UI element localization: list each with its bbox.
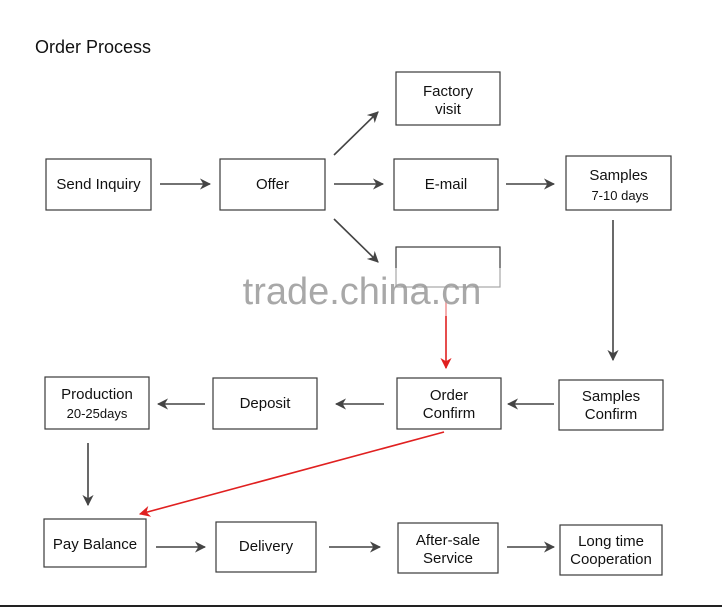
node-deposit: Deposit — [212, 377, 318, 430]
arrow-offer-to-hidden-box — [333, 218, 379, 263]
node-samples-sub: 7-10 days — [591, 188, 649, 203]
node-samples-label: Samples — [589, 167, 647, 184]
node-order-confirm-line2: Confirm — [423, 405, 476, 422]
node-delivery: Delivery — [215, 521, 317, 573]
node-factory-visit-line2: visit — [435, 101, 462, 118]
node-after-sale-line1: After-sale — [416, 532, 480, 549]
node-email-label: E-mail — [425, 176, 468, 193]
node-samples: Samples 7-10 days — [565, 155, 672, 211]
watermark-backdrop — [225, 268, 505, 316]
node-production-sub: 20-25days — [67, 406, 128, 421]
node-offer: Offer — [219, 158, 326, 211]
node-long-time-line2: Cooperation — [570, 551, 652, 568]
node-order-confirm: Order Confirm — [396, 377, 502, 430]
node-delivery-label: Delivery — [239, 538, 294, 555]
node-order-confirm-line1: Order — [430, 387, 468, 404]
node-samples-confirm: Samples Confirm — [558, 379, 664, 431]
node-deposit-label: Deposit — [240, 395, 292, 412]
node-send-inquiry-label: Send Inquiry — [56, 176, 141, 193]
page-title: Order Process — [35, 37, 151, 57]
node-factory-visit-line1: Factory — [423, 83, 474, 100]
node-production: Production 20-25days — [44, 376, 150, 430]
node-samples-confirm-line2: Confirm — [585, 406, 638, 423]
node-pay-balance: Pay Balance — [43, 518, 147, 568]
node-after-sale-line2: Service — [423, 550, 473, 567]
node-long-time: Long time Cooperation — [559, 524, 663, 576]
node-offer-label: Offer — [256, 176, 289, 193]
node-pay-balance-label: Pay Balance — [53, 536, 137, 553]
node-samples-confirm-line1: Samples — [582, 388, 640, 405]
arrow-offer-to-factory-visit — [333, 111, 379, 156]
node-send-inquiry: Send Inquiry — [45, 158, 152, 211]
node-after-sale: After-sale Service — [397, 522, 499, 574]
node-long-time-line1: Long time — [578, 533, 644, 550]
node-production-label: Production — [61, 386, 133, 403]
red-arrow-order-confirm-to-pay-balance — [138, 431, 445, 517]
node-factory-visit: Factory visit — [395, 71, 501, 126]
watermark-text: trade.china.cn — [243, 271, 482, 313]
node-email: E-mail — [393, 158, 499, 211]
